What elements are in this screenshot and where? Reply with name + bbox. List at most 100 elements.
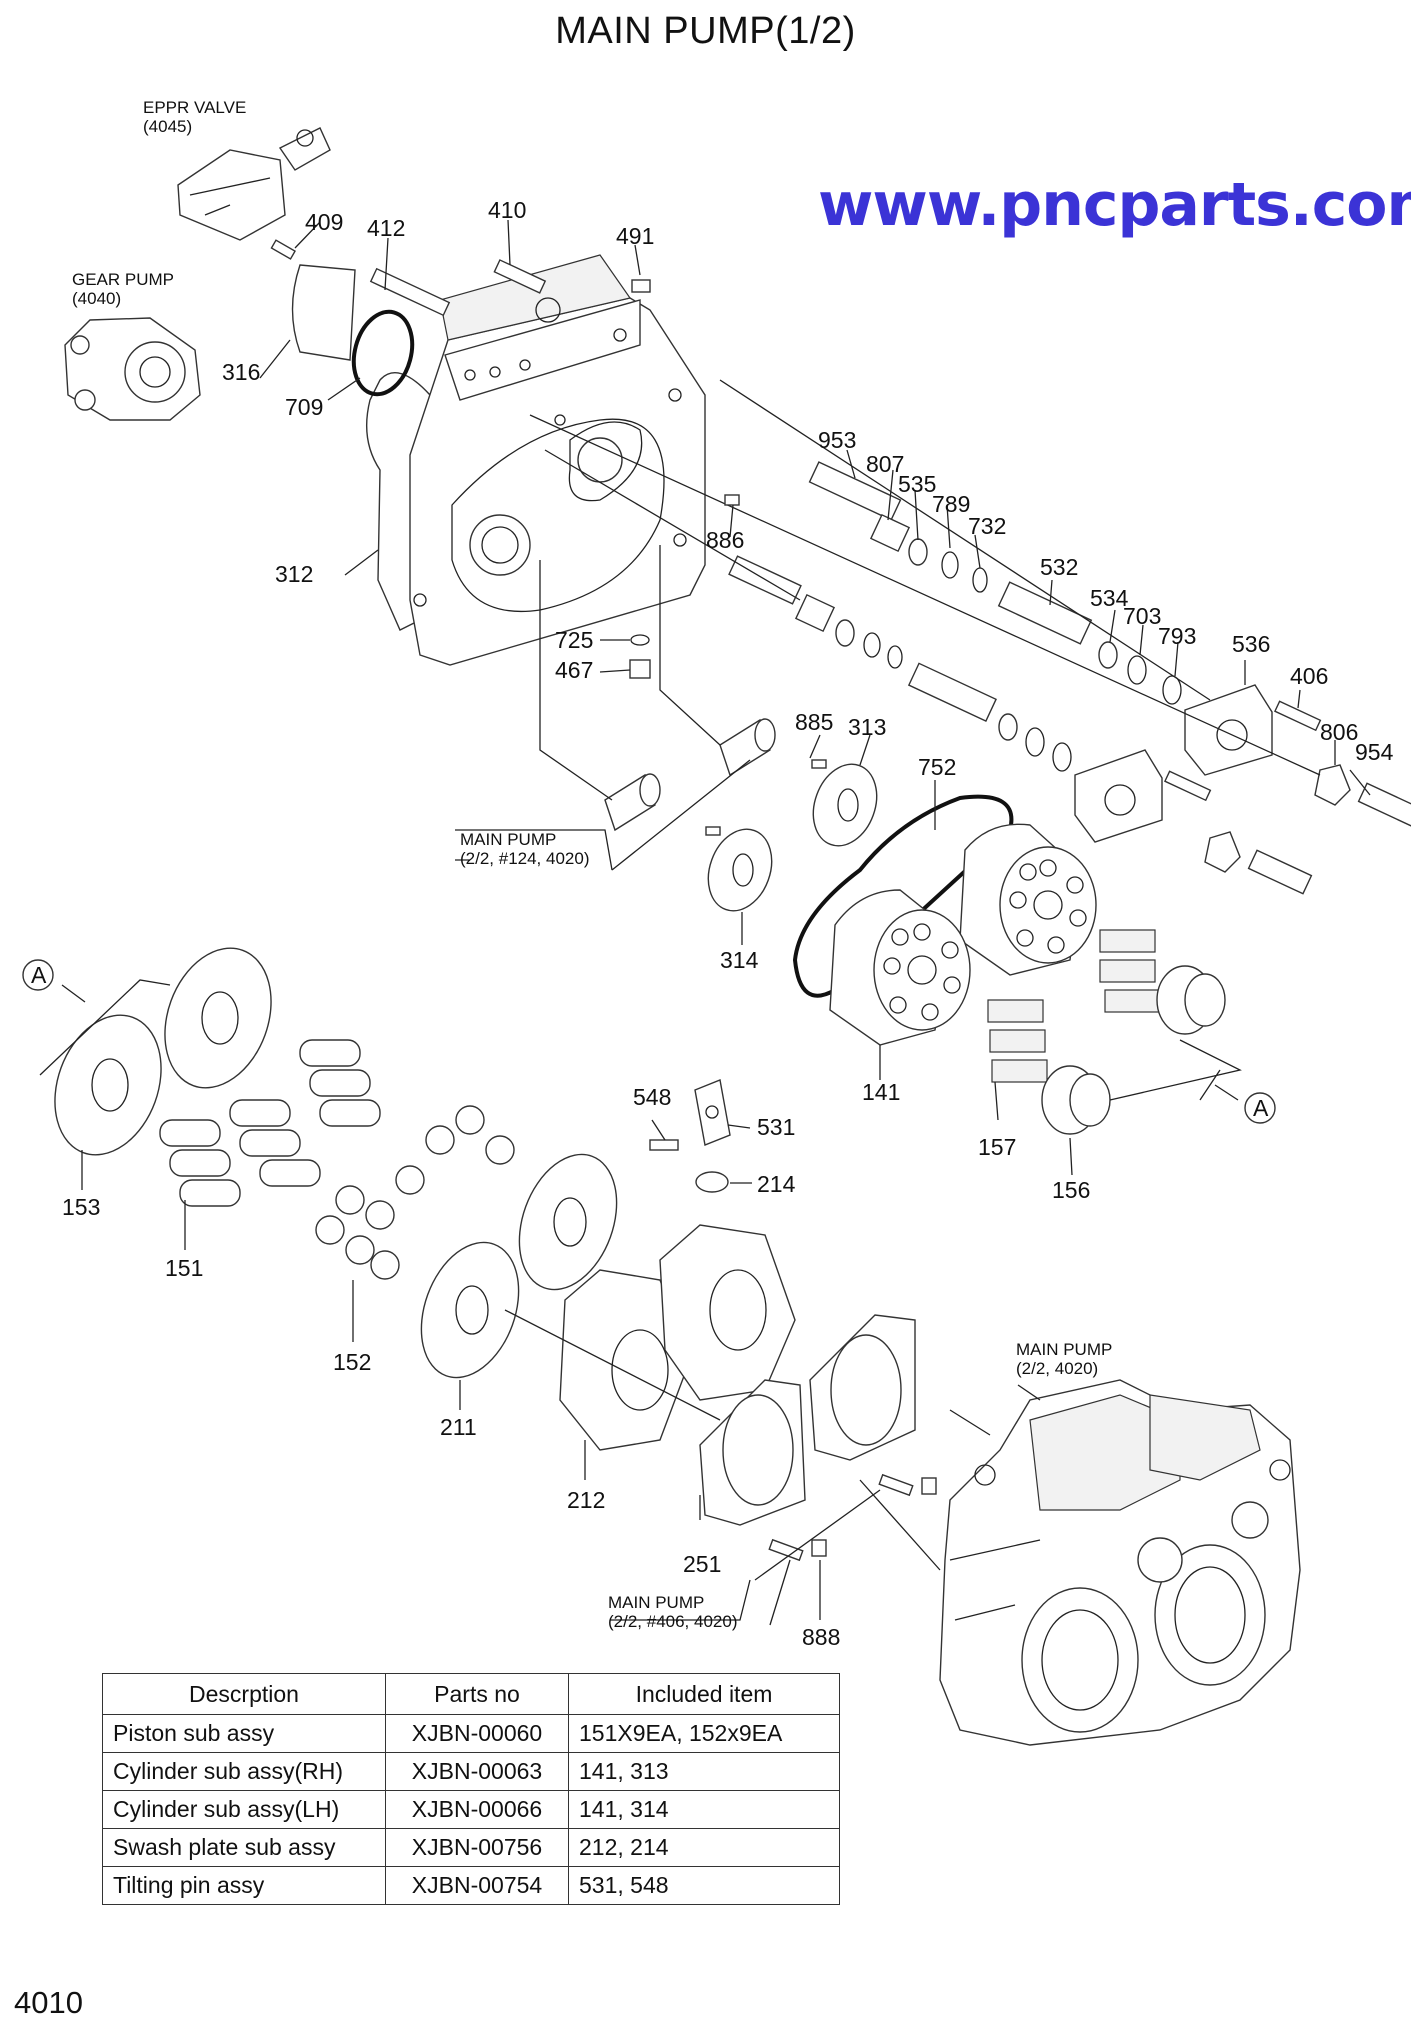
callout-314: 314 — [720, 947, 759, 973]
callout-141: 141 — [862, 1079, 900, 1105]
callout-531: 531 — [757, 1114, 795, 1140]
shoe-set-152 — [315, 1105, 515, 1280]
marker-a-left-text: A — [31, 962, 47, 988]
screw-954 — [1357, 782, 1411, 828]
o-ring-703 — [1127, 655, 1147, 685]
page-number: 4010 — [14, 1985, 83, 2020]
callout-954: 954 — [1355, 739, 1394, 765]
callout-406: 406 — [1290, 663, 1328, 689]
spring-set-157 — [987, 929, 1161, 1083]
callout-467: 467 — [555, 657, 593, 683]
marker-a-left — [22, 959, 54, 991]
eppr-valve-ref: (4045) — [143, 117, 192, 136]
table-row: Cylinder sub assy(LH) XJBN-00066 141, 31… — [102, 1790, 840, 1829]
callout-536: 536 — [1232, 631, 1270, 657]
callout-725: 725 — [555, 627, 593, 653]
main-pump-406-label: MAIN PUMP — [608, 1593, 704, 1612]
o-ring-732 — [972, 567, 988, 593]
parts-table: Descrption Parts no Included item Piston… — [102, 1673, 840, 1905]
cover-316 — [291, 264, 356, 361]
cell-included: 212, 214 — [568, 1828, 840, 1867]
table-row: Cylinder sub assy(RH) XJBN-00063 141, 31… — [102, 1752, 840, 1791]
cell-description: Cylinder sub assy(LH) — [102, 1790, 386, 1829]
nut-807 — [869, 513, 911, 553]
gear-pump-label: GEAR PUMP — [72, 270, 174, 289]
plug-467 — [629, 659, 651, 679]
bolt-412 — [369, 267, 451, 317]
support-251 — [699, 1314, 916, 1526]
main-pump-4020-label: MAIN PUMP — [1016, 1340, 1112, 1359]
callout-153: 153 — [62, 1194, 100, 1220]
o-ring-793 — [1162, 675, 1182, 705]
callout-807: 807 — [866, 451, 904, 477]
callout-313: 313 — [848, 714, 886, 740]
table-row: Tilting pin assy XJBN-00754 531, 548 — [102, 1866, 840, 1905]
page-title: MAIN PUMP(1/2) — [555, 10, 856, 52]
callout-886: 886 — [706, 527, 744, 553]
callout-752: 752 — [918, 754, 956, 780]
callout-412: 412 — [367, 215, 405, 241]
cell-included: 151X9EA, 152x9EA — [568, 1714, 840, 1753]
piston-set-151 — [159, 1039, 381, 1207]
cylinder-block-141-b — [829, 889, 971, 1046]
callout-535: 535 — [898, 471, 936, 497]
callout-312: 312 — [275, 561, 313, 587]
callout-793: 793 — [1158, 623, 1196, 649]
plug-491 — [631, 279, 651, 293]
cell-part-no: XJBN-00756 — [385, 1828, 569, 1867]
header-description: Descrption — [102, 1673, 386, 1715]
cell-included: 141, 314 — [568, 1790, 840, 1829]
eppr-valve-4045 — [177, 127, 331, 241]
cell-included: 141, 313 — [568, 1752, 840, 1791]
callout-534: 534 — [1090, 585, 1129, 611]
header-parts-no: Parts no — [385, 1673, 569, 1715]
callout-491: 491 — [616, 223, 654, 249]
callout-316: 316 — [222, 359, 260, 385]
parts-table-header-row: Descrption Parts no Included item — [102, 1673, 840, 1715]
callout-212: 212 — [567, 1487, 605, 1513]
callout-953: 953 — [818, 427, 856, 453]
main-pump-4020-ref: (2/2, 4020) — [1016, 1359, 1098, 1378]
main-pump-406-ref: (2/2, #406, 4020) — [608, 1612, 737, 1631]
gear-pump-ref: (4040) — [72, 289, 121, 308]
bolt-410 — [493, 259, 547, 294]
callout-151: 151 — [165, 1255, 203, 1281]
spherical-bushing-156 — [1041, 965, 1226, 1135]
callout-532: 532 — [1040, 554, 1078, 580]
callout-888: 888 — [802, 1624, 840, 1650]
bushing-214 — [695, 1171, 729, 1193]
pin-886 — [724, 494, 740, 506]
cell-part-no: XJBN-00754 — [385, 1866, 569, 1905]
pump-housing-312 — [365, 254, 706, 666]
callout-409: 409 — [305, 209, 343, 235]
callout-156: 156 — [1052, 1177, 1090, 1203]
cell-included: 531, 548 — [568, 1866, 840, 1905]
callout-548: 548 — [633, 1084, 671, 1110]
marker-a-right-text: A — [1253, 1095, 1269, 1121]
callout-709: 709 — [285, 394, 323, 420]
callout-885: 885 — [795, 709, 833, 735]
watermark-url: www.pncparts.com — [818, 170, 1411, 240]
callout-157: 157 — [978, 1134, 1016, 1160]
callout-211: 211 — [440, 1414, 477, 1440]
valve-plate-314 — [707, 828, 773, 912]
callout-152: 152 — [333, 1349, 371, 1375]
main-pump-124-label: MAIN PUMP — [460, 830, 556, 849]
o-ring-789 — [941, 551, 959, 579]
callout-410: 410 — [488, 197, 526, 223]
pin-548 — [649, 1139, 679, 1151]
callout-789: 789 — [932, 491, 970, 517]
o-ring-725 — [630, 634, 650, 646]
callout-214: 214 — [757, 1171, 796, 1197]
cell-description: Swash plate sub assy — [102, 1828, 386, 1867]
callout-732: 732 — [968, 513, 1006, 539]
bolt-406 — [1274, 700, 1322, 732]
o-ring-709 — [351, 309, 415, 397]
valve-plate-313 — [812, 763, 878, 847]
cell-part-no: XJBN-00060 — [385, 1714, 569, 1753]
main-pump-124-ref: (2/2, #124, 4020) — [460, 849, 589, 868]
ring-535 — [908, 538, 928, 566]
shoe-plate-153 — [39, 947, 272, 1156]
gear-pump-4040 — [64, 317, 201, 421]
